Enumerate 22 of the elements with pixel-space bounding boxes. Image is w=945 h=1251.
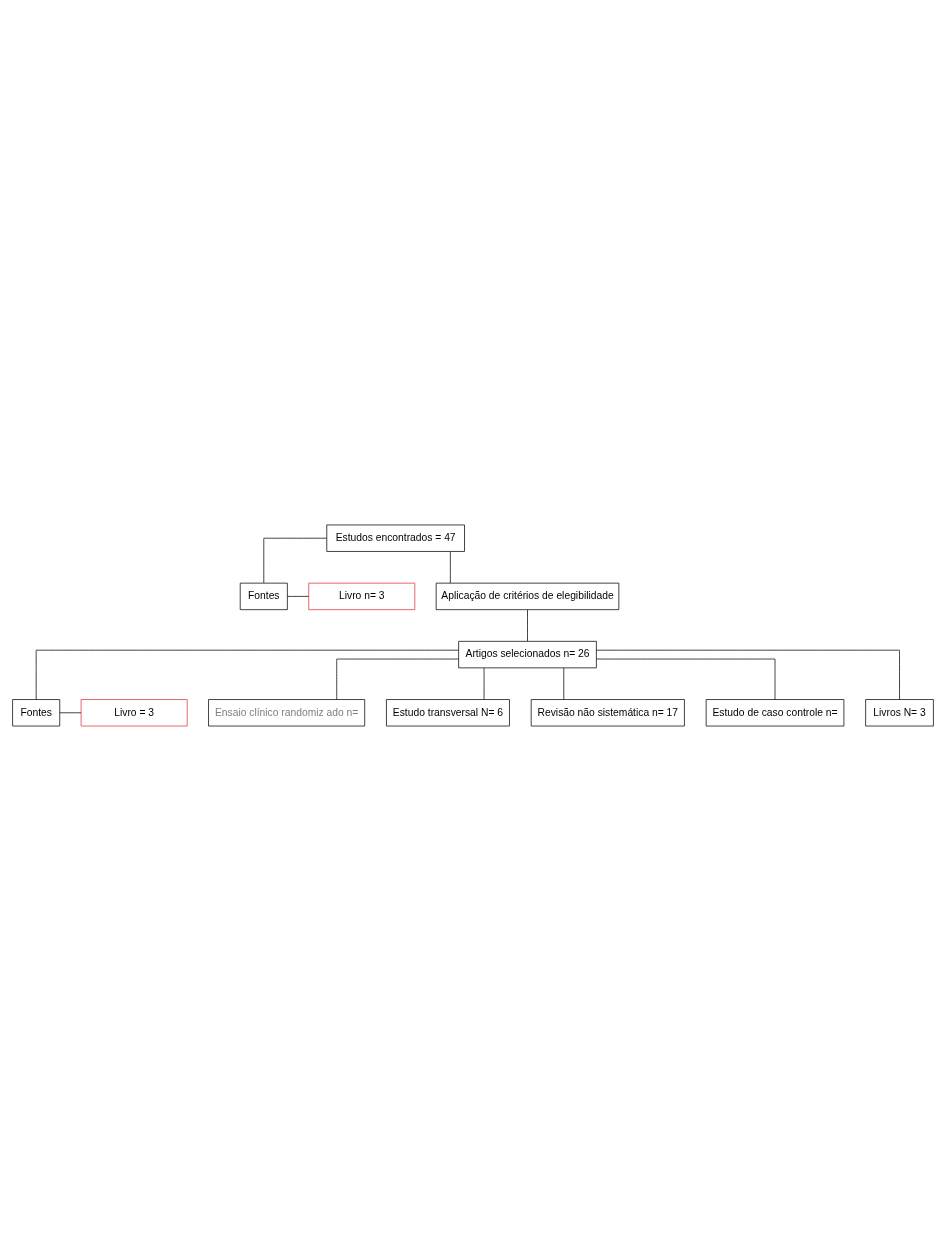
node-box: Artigos selecionados n= 26 <box>457 640 597 669</box>
connector <box>35 649 459 700</box>
node-box: Fontes <box>11 699 60 727</box>
connector <box>526 609 528 642</box>
node-box: Aplicação de critérios de elegibilidade <box>435 582 619 611</box>
node-box: Livro n= 3 <box>307 582 415 611</box>
connector <box>595 649 900 700</box>
node-box: Estudo transversal N= 6 <box>385 699 510 727</box>
node-box: Fontes <box>239 582 288 611</box>
node-box: Revisão não sistemática n= 17 <box>530 699 685 727</box>
connector <box>595 658 775 700</box>
connector <box>286 596 309 597</box>
connector <box>335 658 459 700</box>
connector <box>562 667 564 700</box>
node-box: Livro = 3 <box>80 699 188 727</box>
connector <box>483 667 484 700</box>
node-box: Ensaio clínico randomiz ado n= <box>207 699 365 727</box>
node-box: Estudos encontrados = 47 <box>325 524 465 552</box>
connector <box>262 537 327 584</box>
node-box: Estudo de caso controle n= <box>705 699 844 727</box>
connector <box>449 551 451 584</box>
node-box: Livros N= 3 <box>864 699 934 727</box>
